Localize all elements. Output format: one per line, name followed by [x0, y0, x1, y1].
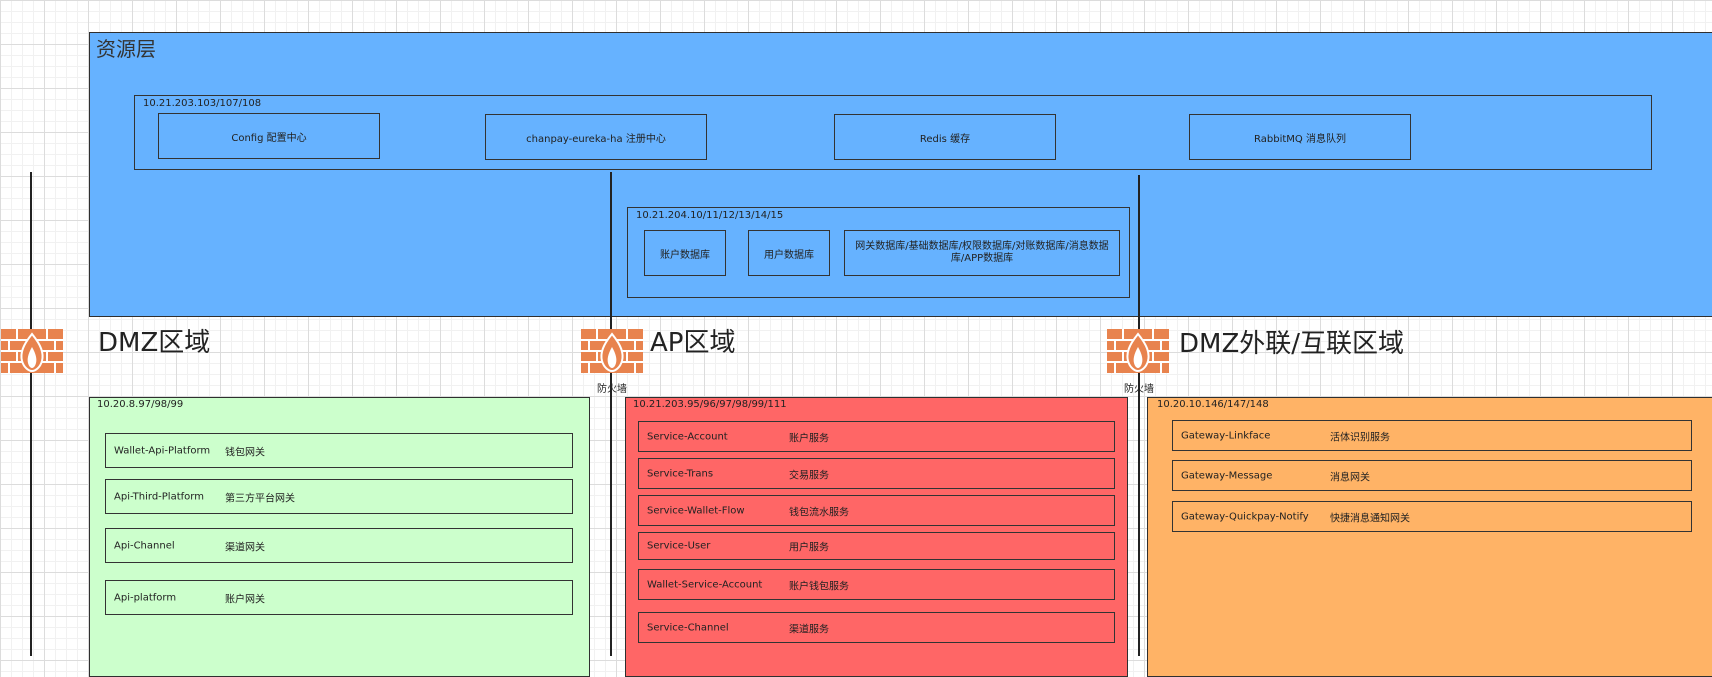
rabbitmq-box: RabbitMQ 消息队列 — [1189, 114, 1411, 160]
eureka-registry-box: chanpay-eureka-ha 注册中心 — [485, 114, 707, 160]
dmz-zone-title: DMZ区域 — [98, 328, 211, 358]
service-desc: 交易服务 — [789, 470, 829, 481]
connector-line — [30, 172, 32, 656]
service-name: Service-Channel — [647, 622, 729, 633]
service-name: Gateway-Quickpay-Notify — [1181, 511, 1309, 522]
service-desc: 快捷消息通知网关 — [1330, 513, 1410, 524]
connector-line — [1138, 175, 1140, 656]
service-box: Wallet-Api-Platform 钱包网关 — [105, 433, 573, 468]
ap-zone: 10.21.203.95/96/97/98/99/111 — [625, 397, 1128, 677]
firewall-label: 防火墙 — [597, 384, 627, 395]
database-group: 10.21.204.10/11/12/13/14/15 — [627, 207, 1130, 298]
firewall-icon — [581, 329, 643, 373]
service-box: Gateway-Linkface 活体识别服务 — [1172, 420, 1692, 451]
config-center-box: Config 配置中心 — [158, 113, 380, 159]
account-db-box: 账户数据库 — [644, 230, 726, 276]
service-desc: 消息网关 — [1330, 472, 1370, 483]
service-box: Service-Wallet-Flow 钱包流水服务 — [638, 495, 1115, 526]
ap-zone-title: AP区域 — [650, 328, 736, 358]
cluster-ip-label: 10.21.203.103/107/108 — [143, 98, 262, 109]
service-name: Gateway-Linkface — [1181, 430, 1271, 441]
service-box: Api-Third-Platform 第三方平台网关 — [105, 479, 573, 514]
database-ip-label: 10.21.204.10/11/12/13/14/15 — [636, 210, 784, 221]
firewall-icon — [1107, 329, 1169, 373]
dmz-zone: 10.20.8.97/98/99 — [89, 397, 590, 677]
service-name: Api-platform — [114, 592, 177, 603]
service-desc: 渠道服务 — [789, 624, 829, 635]
service-name: Service-Trans — [647, 468, 714, 479]
dmz-external-zone: 10.20.10.146/147/148 — [1147, 397, 1712, 677]
firewall-icon — [1, 329, 63, 373]
service-box: Service-User 用户服务 — [638, 532, 1115, 560]
service-box: Gateway-Message 消息网关 — [1172, 460, 1692, 491]
service-name: Service-Account — [647, 431, 728, 442]
service-name: Api-Third-Platform — [114, 491, 204, 502]
connector-line — [610, 172, 612, 656]
service-desc: 活体识别服务 — [1330, 432, 1390, 443]
service-desc: 钱包流水服务 — [789, 507, 849, 518]
service-box: Api-Channel 渠道网关 — [105, 528, 573, 563]
other-db-box: 网关数据库/基础数据库/权限数据库/对账数据库/消息数据库/APP数据库 — [844, 230, 1120, 276]
user-db-box: 用户数据库 — [748, 230, 830, 276]
service-group-cluster: 10.21.203.103/107/108 — [134, 95, 1652, 170]
service-name: Wallet-Api-Platform — [114, 445, 211, 456]
resource-layer-title: 资源层 — [96, 37, 156, 61]
service-box: Service-Channel 渠道服务 — [638, 612, 1115, 643]
service-desc: 账户钱包服务 — [789, 581, 849, 592]
service-box: Api-platform 账户网关 — [105, 580, 573, 615]
service-name: Service-Wallet-Flow — [647, 505, 745, 516]
service-desc: 用户服务 — [789, 542, 829, 554]
resource-layer-zone: 资源层 — [89, 32, 1712, 317]
service-box: Wallet-Service-Account 账户钱包服务 — [638, 569, 1115, 600]
service-box: Service-Trans 交易服务 — [638, 458, 1115, 489]
service-name: Gateway-Message — [1181, 470, 1273, 481]
service-box: Gateway-Quickpay-Notify 快捷消息通知网关 — [1172, 501, 1692, 532]
service-box: Service-Account 账户服务 — [638, 421, 1115, 452]
redis-cache-box: Redis 缓存 — [834, 114, 1056, 160]
service-desc: 账户网关 — [225, 594, 265, 605]
service-name: Wallet-Service-Account — [647, 579, 763, 590]
service-desc: 第三方平台网关 — [225, 493, 295, 504]
service-desc: 渠道网关 — [225, 542, 265, 553]
service-desc: 账户服务 — [789, 433, 829, 444]
ap-ip-label: 10.21.203.95/96/97/98/99/111 — [633, 399, 787, 410]
dmz-external-zone-title: DMZ外联/互联区域 — [1179, 329, 1405, 359]
service-desc: 钱包网关 — [225, 447, 265, 458]
firewall-label: 防火墙 — [1124, 384, 1154, 395]
dmz-ip-label: 10.20.8.97/98/99 — [97, 399, 184, 410]
service-name: Api-Channel — [114, 540, 175, 551]
service-name: Service-User — [647, 540, 711, 552]
dmz-external-ip-label: 10.20.10.146/147/148 — [1157, 399, 1269, 410]
